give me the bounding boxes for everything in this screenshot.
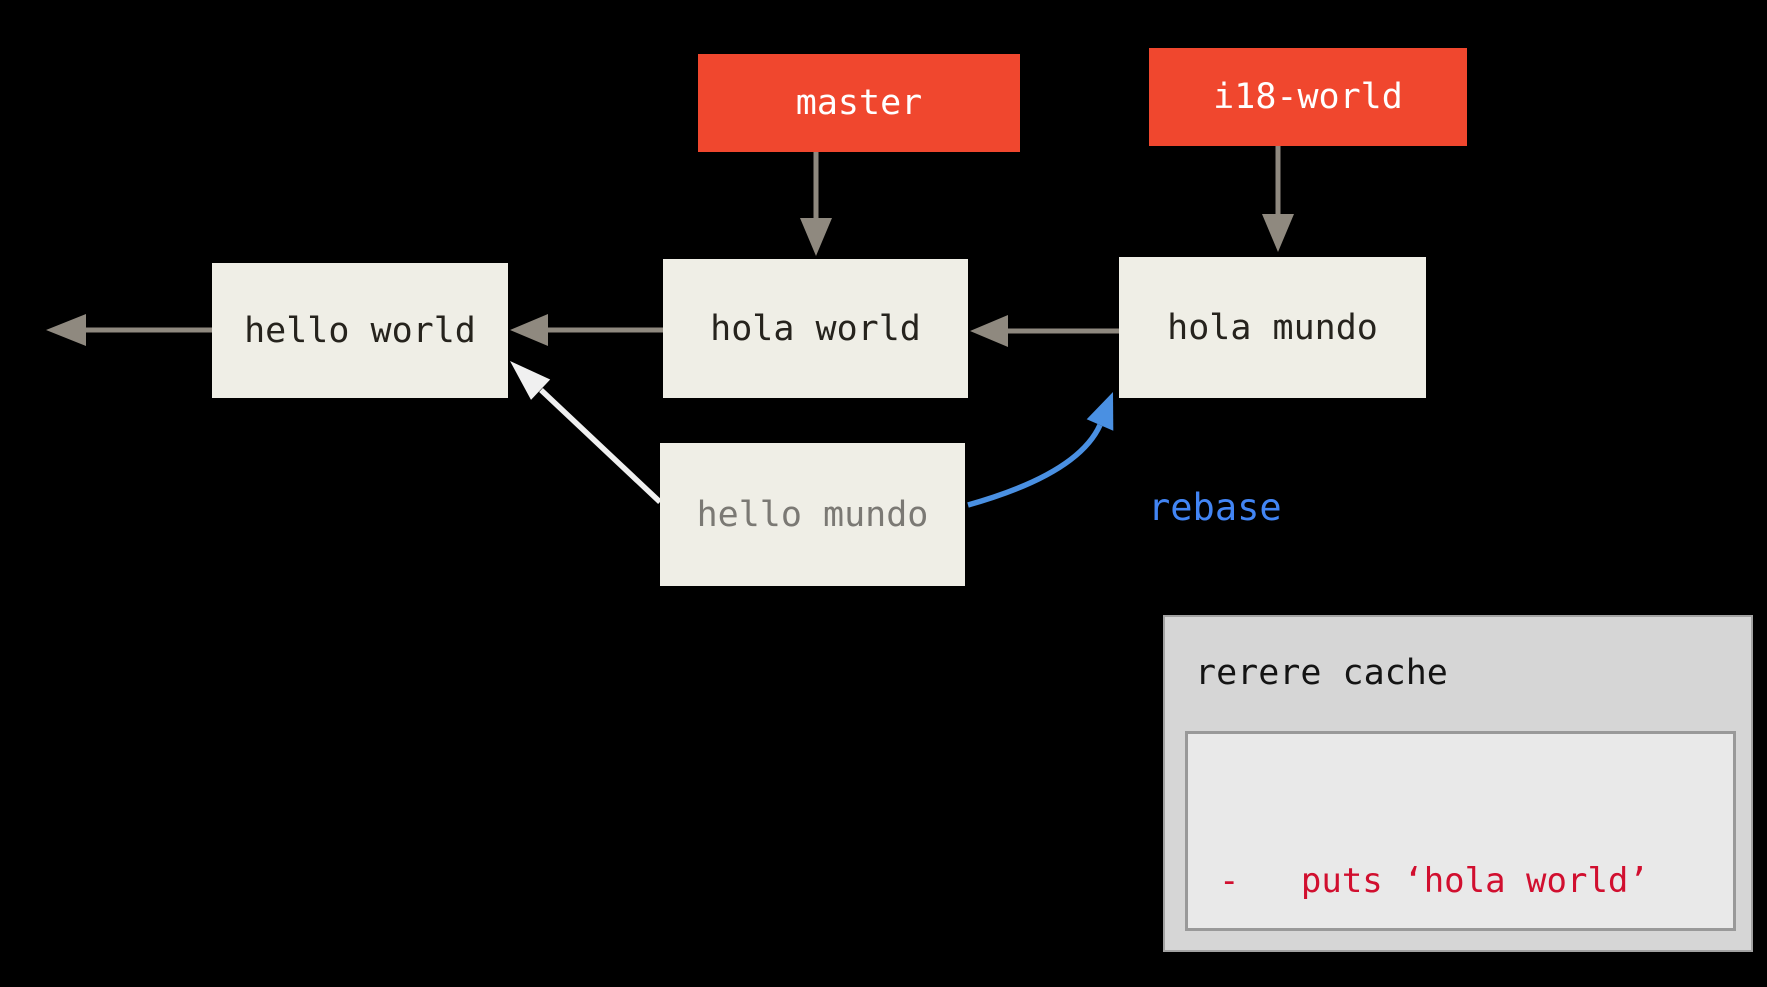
commit-box-hola-mundo: hola mundo bbox=[1119, 257, 1426, 398]
rerere-diff-box: - puts ‘hola world’ - puts ‘hello mundo’… bbox=[1185, 731, 1736, 931]
diff-line-removed-ours: - puts ‘hola world’ bbox=[1219, 861, 1649, 901]
branch-label-i18-world: i18-world bbox=[1149, 48, 1467, 146]
commit-parent-arrow-c3-c2-icon bbox=[970, 315, 1119, 347]
old-parent-arrow-icon bbox=[510, 361, 662, 505]
rerere-cache-panel: rerere cache - puts ‘hola world’ - puts … bbox=[1163, 615, 1753, 952]
branch-label-master: master bbox=[698, 54, 1020, 152]
rerere-diff-lines: - puts ‘hola world’ - puts ‘hello mundo’… bbox=[1219, 766, 1669, 987]
branch-label-i18-world-text: i18-world bbox=[1213, 77, 1403, 117]
commit-parent-arrow-c2-c1-icon bbox=[510, 314, 663, 346]
commit-message: hello world bbox=[244, 310, 476, 351]
commit-box-hola-world: hola world bbox=[663, 259, 968, 398]
commit-message: hola world bbox=[710, 308, 921, 349]
history-left-arrow-icon bbox=[46, 314, 212, 346]
commit-message: hola mundo bbox=[1167, 307, 1378, 348]
branch-pointer-arrow-master-icon bbox=[800, 152, 832, 256]
branch-label-master-text: master bbox=[795, 83, 923, 123]
rerere-panel-title: rerere cache bbox=[1195, 653, 1448, 693]
rebase-arrow-label: rebase bbox=[1148, 486, 1282, 529]
commit-box-hello-mundo: hello mundo bbox=[660, 443, 965, 586]
commit-message: hello mundo bbox=[696, 494, 929, 535]
branch-pointer-arrow-i18-icon bbox=[1262, 146, 1294, 252]
rebase-arrow-icon bbox=[967, 392, 1114, 508]
commit-box-hello-world: hello world bbox=[212, 263, 508, 398]
